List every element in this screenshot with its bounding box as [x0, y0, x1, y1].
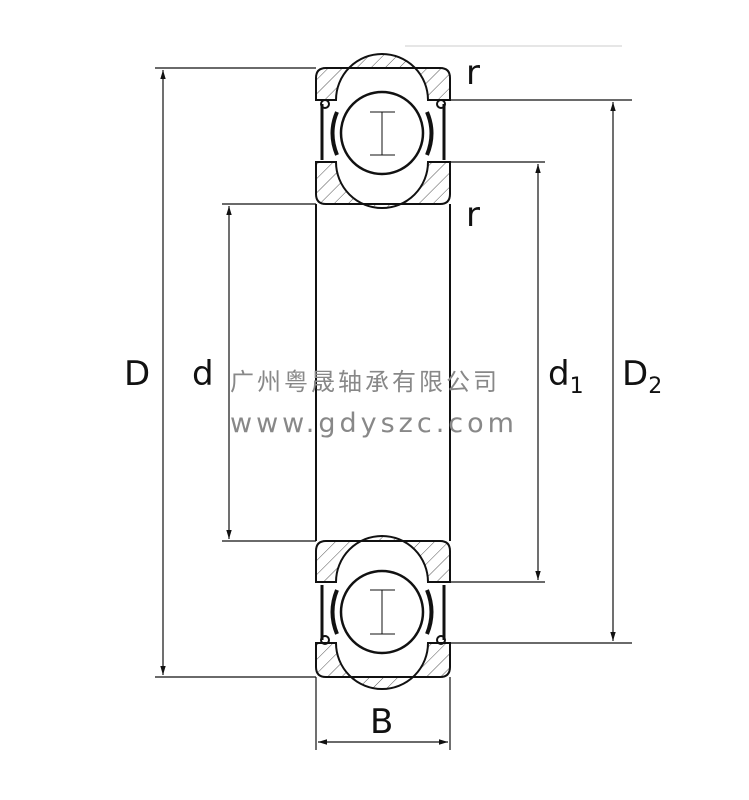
- bearing-section-top: [315, 53, 451, 209]
- dimension-lines: [155, 67, 632, 750]
- watermark-company: 广州粤晟轴承有限公司: [230, 368, 500, 396]
- label-D2: D2: [622, 354, 662, 399]
- label-r-inner: r: [466, 195, 480, 235]
- label-d: d: [192, 354, 214, 394]
- label-r-top: r: [466, 53, 480, 93]
- label-B: B: [370, 702, 393, 742]
- label-d1: d1: [548, 354, 584, 399]
- label-D: D: [124, 354, 150, 394]
- watermark-website: www.gdyszc.com: [230, 408, 518, 439]
- bearing-section-bottom: [315, 535, 451, 690]
